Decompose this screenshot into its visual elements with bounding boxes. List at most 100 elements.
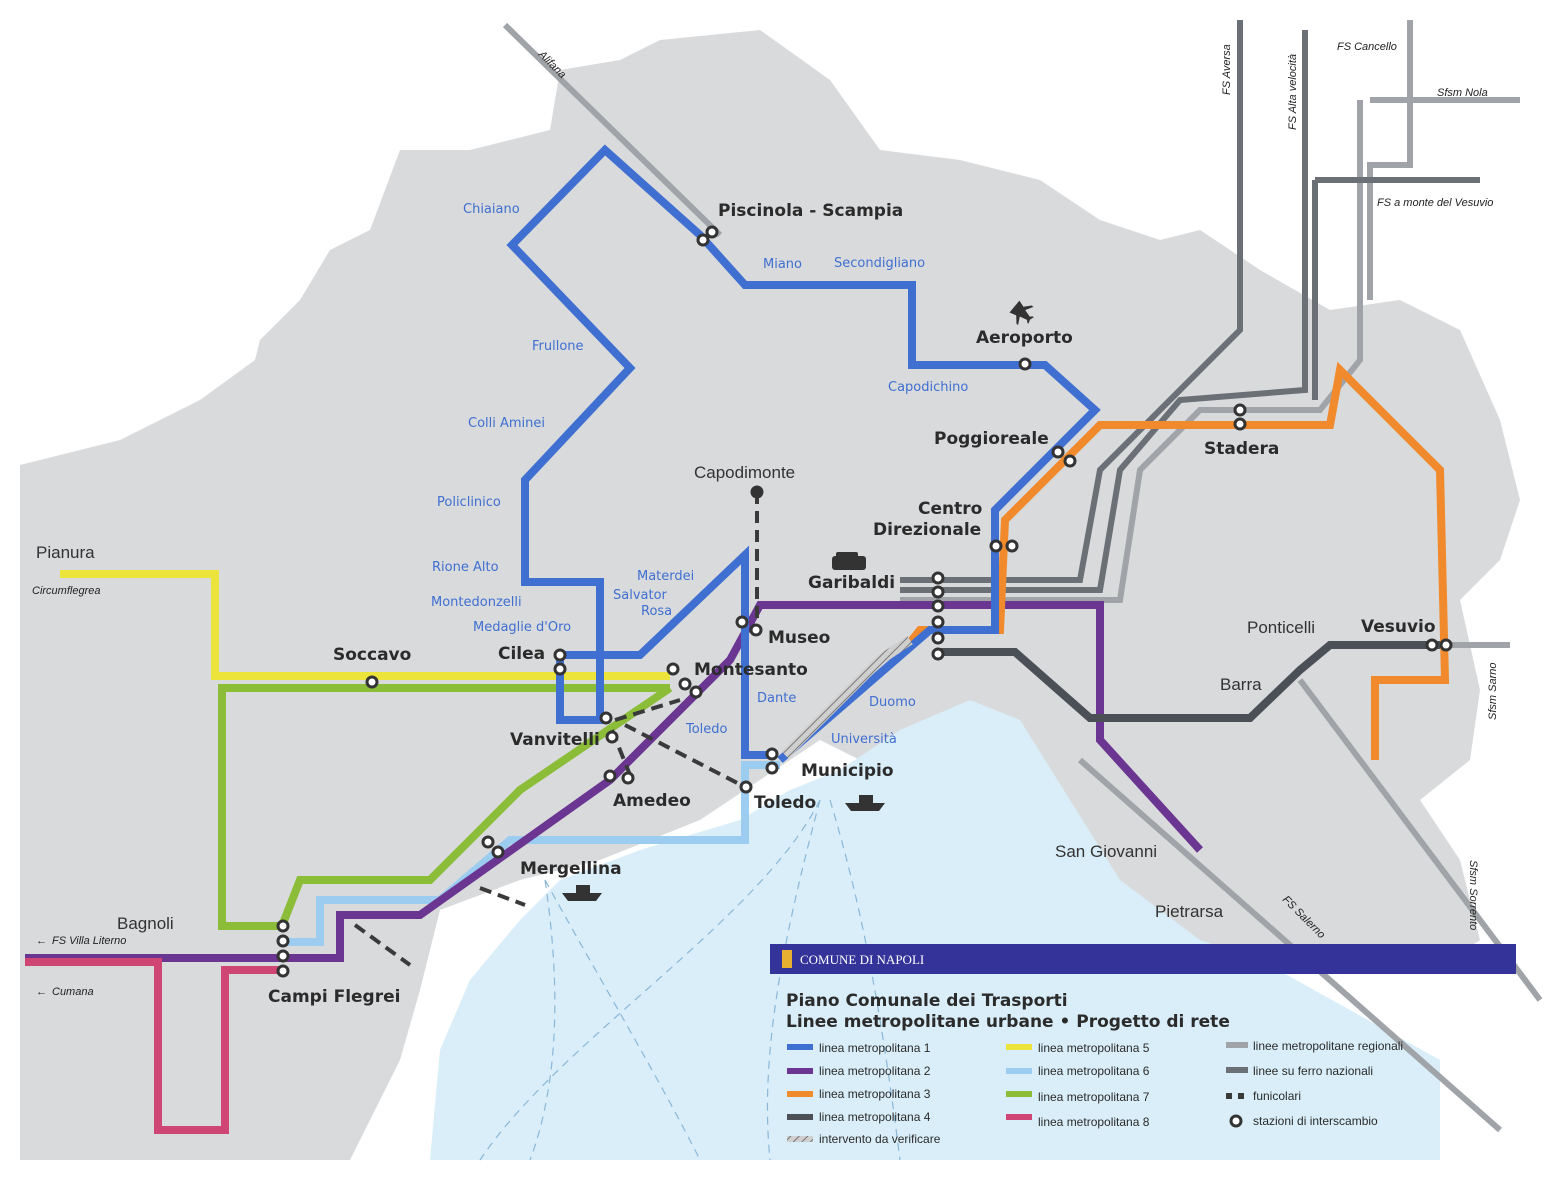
station-label: Stadera — [1204, 439, 1279, 459]
legend-swatch — [1226, 1093, 1232, 1099]
interchange-icon — [1229, 1114, 1243, 1128]
rail-label: FS Alta velocità — [1287, 54, 1299, 130]
line-5 — [60, 570, 670, 680]
station-label: Piscinola - Scampia — [718, 201, 903, 221]
station-label: Mergellina — [520, 859, 622, 879]
legend: COMUNE DI NAPOLI Piano Comunale dei Tras… — [770, 944, 1516, 1146]
station-label: Capodichino — [888, 380, 968, 395]
legend-swatch — [787, 1091, 813, 1097]
station-label: Dante — [757, 691, 796, 706]
airplane-icon — [1009, 300, 1034, 326]
station-label: Toledo — [754, 793, 816, 813]
line-4 — [938, 641, 1440, 722]
station-label: Secondigliano — [834, 256, 925, 271]
station-label: Pianura — [36, 543, 95, 562]
station-label: Campi Flegrei — [268, 987, 400, 1007]
station-label: Rosa — [641, 604, 672, 619]
station-label: Municipio — [801, 761, 894, 781]
rail-label: FS Villa Literno — [52, 935, 126, 947]
station-label: Vanvitelli — [510, 730, 600, 750]
station-label: Duomo — [869, 695, 916, 710]
legend-swatch — [1006, 1044, 1032, 1050]
line-to-verify — [781, 635, 913, 759]
station-label: Garibaldi — [808, 573, 895, 593]
station-label: San Giovanni — [1055, 842, 1157, 861]
station-label: Bagnoli — [117, 914, 174, 933]
rail-label: FS Aversa — [1221, 44, 1233, 95]
legend-item: linea metropolitana 4 — [819, 1110, 931, 1124]
city-crest-icon — [782, 950, 792, 968]
legend-item: linea metropolitana 2 — [819, 1064, 931, 1078]
legend-item: linea metropolitana 1 — [819, 1041, 931, 1055]
station-label: Montedonzelli — [431, 595, 522, 610]
line-1 — [506, 144, 1101, 764]
station-label: Toledo — [685, 722, 728, 737]
interchange-stations — [276, 225, 1453, 978]
station-label: Rione Alto — [432, 560, 499, 575]
station-label: Cilea — [498, 644, 545, 664]
ship-icon — [562, 885, 602, 901]
line-2 — [25, 601, 1203, 962]
legend-swatch — [1006, 1068, 1032, 1074]
legend-title: Piano Comunale dei Trasporti — [786, 991, 1068, 1011]
station-label: Frullone — [532, 339, 584, 354]
station-label: Università — [831, 732, 897, 747]
station-label: Soccavo — [333, 645, 411, 665]
station-label: Poggioreale — [934, 429, 1049, 449]
rail-label: Sfsm Sorrento — [1467, 860, 1479, 930]
legend-swatch — [787, 1114, 813, 1120]
line-8 — [25, 958, 280, 1134]
legend-item: linee su ferro nazionali — [1253, 1064, 1373, 1078]
legend-banner-text: COMUNE DI NAPOLI — [800, 952, 924, 967]
rail-label: FS Cancello — [1337, 41, 1397, 53]
station-label: Museo — [768, 628, 830, 648]
legend-subtitle: Linee metropolitane urbane • Progetto di… — [786, 1012, 1230, 1032]
legend-swatch — [787, 1044, 813, 1050]
station-label: Capodimonte — [694, 463, 795, 482]
station-label: Direzionale — [873, 520, 981, 540]
station-label: Colli Aminei — [468, 416, 545, 431]
legend-item: funicolari — [1253, 1089, 1301, 1103]
line-7 — [218, 684, 673, 930]
sea-routes — [479, 799, 901, 1161]
arrow-left-icon: ← — [36, 935, 47, 947]
station-label: Barra — [1220, 675, 1262, 694]
station-label: Vesuvio — [1361, 617, 1436, 637]
train-icon — [832, 552, 866, 570]
legend-item: linea metropolitana 6 — [1038, 1064, 1150, 1078]
line-6 — [282, 761, 780, 946]
legend-banner — [770, 944, 1516, 974]
legend-item: linea metropolitana 5 — [1038, 1041, 1150, 1055]
ship-icon — [845, 795, 885, 811]
station-label: Medaglie d'Oro — [473, 620, 571, 635]
station-label: Miano — [763, 257, 802, 272]
station-label: Aeroporto — [976, 328, 1073, 348]
legend-swatch — [787, 1136, 813, 1142]
legend-swatch — [1006, 1114, 1032, 1120]
legend-swatch — [1226, 1067, 1248, 1073]
funiculars — [353, 492, 759, 967]
legend-item: intervento da verificare — [819, 1132, 941, 1146]
rail-label: Sfsm Sarno — [1487, 663, 1499, 720]
station-label: Chiaiano — [463, 202, 520, 217]
station-label: Amedeo — [613, 791, 691, 811]
station-label: Policlinico — [437, 495, 501, 510]
legend-item: linea metropolitana 7 — [1038, 1090, 1150, 1104]
legend-swatch — [1226, 1042, 1248, 1048]
legend-item: linee metropolitane regionali — [1253, 1039, 1403, 1053]
rail-label: Circumflegrea — [32, 585, 100, 597]
station-label: Ponticelli — [1247, 618, 1315, 637]
arrow-left-icon: ← — [36, 986, 47, 998]
station-label: Salvator — [613, 588, 668, 603]
rail-label: Sfsm Nola — [1437, 87, 1488, 99]
legend-item: stazioni di interscambio — [1253, 1114, 1378, 1128]
legend-swatch — [1006, 1091, 1032, 1097]
station-label: Materdei — [637, 569, 694, 584]
legend-swatch — [787, 1068, 813, 1074]
station-label: Montesanto — [694, 660, 808, 680]
legend-swatch — [1238, 1093, 1244, 1099]
national-lines — [900, 20, 1480, 593]
rail-label: Alifana — [535, 48, 568, 81]
station-label: Pietrarsa — [1155, 902, 1224, 921]
